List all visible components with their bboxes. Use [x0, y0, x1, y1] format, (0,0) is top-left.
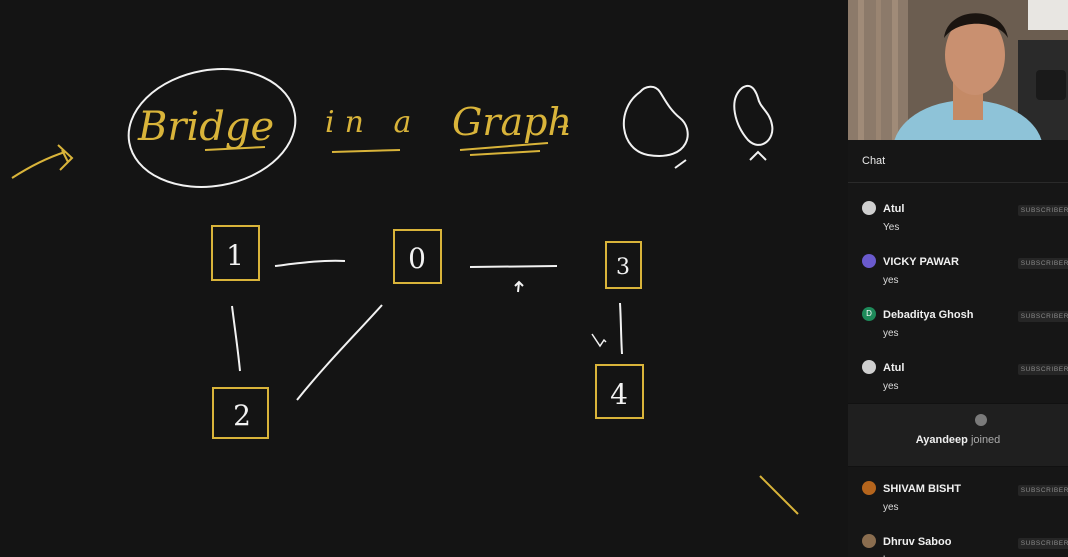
- subscriber-badge: SUBSCRIBER: [1017, 205, 1068, 216]
- graph-edges: [231, 259, 623, 401]
- yellow-stroke-doodle: [759, 475, 799, 515]
- chat-message-list[interactable]: Atul SUBSCRIBER Yes VICKY PAWAR SUBSCRIB…: [848, 183, 1068, 557]
- chat-author: Atul: [883, 362, 905, 374]
- join-notice: Ayandeep joined: [848, 403, 1068, 467]
- graph-node-label: 0: [408, 242, 426, 275]
- avatar: [862, 360, 876, 374]
- graph-node-label: 1: [226, 239, 244, 272]
- subscriber-badge: SUBSCRIBER: [1017, 364, 1068, 375]
- chat-text: haa: [883, 555, 900, 557]
- bean-doodles: [622, 84, 774, 169]
- avatar: D: [862, 307, 876, 321]
- chat-message: Atul SUBSCRIBER yes: [848, 350, 1068, 403]
- chat-text: yes: [883, 275, 899, 286]
- chat-message: Atul SUBSCRIBER Yes: [848, 191, 1068, 244]
- chat-header: Chat: [848, 140, 1068, 183]
- graph-node-0: 0: [393, 229, 442, 284]
- chat-text: yes: [883, 502, 899, 513]
- chat-text: yes: [883, 381, 899, 392]
- avatar: [862, 201, 876, 215]
- chat-author: Dhruv Saboo: [883, 536, 952, 548]
- chat-message: Dhruv Saboo SUBSCRIBER haa: [848, 524, 1068, 557]
- graph-node-4: 4: [595, 364, 644, 419]
- chat-message: VICKY PAWAR SUBSCRIBER yes: [848, 244, 1068, 297]
- chat-message: D Debaditya Ghosh SUBSCRIBER yes: [848, 297, 1068, 350]
- chat-text: Yes: [883, 222, 900, 233]
- subscriber-badge: SUBSCRIBER: [1017, 258, 1068, 269]
- chat-author: VICKY PAWAR: [883, 256, 959, 268]
- graph-node-label: 4: [610, 378, 628, 411]
- presenter-video: [848, 0, 1068, 140]
- chat-author: Atul: [883, 203, 905, 215]
- graph-node-2: 2: [212, 387, 269, 439]
- avatar: [862, 534, 876, 548]
- title-word-graph: Graph: [452, 100, 572, 144]
- title-circle-doodle: [127, 68, 297, 188]
- avatar: [862, 481, 876, 495]
- webcam-feed: [848, 0, 1068, 140]
- subscriber-badge: SUBSCRIBER: [1017, 311, 1068, 322]
- whiteboard-drawing: Bridge in a Graph 1: [11, 68, 799, 515]
- chat-author: Debaditya Ghosh: [883, 309, 974, 321]
- user-joined-icon: [975, 414, 987, 426]
- whiteboard-canvas[interactable]: Bridge in a Graph 1: [0, 0, 848, 557]
- chat-author: SHIVAM BISHT: [883, 483, 962, 495]
- chat-title: Chat: [862, 155, 886, 167]
- graph-node-3: 3: [605, 241, 642, 289]
- chat-panel: Chat Atul SUBSCRIBER Yes VICKY PAWAR SUB…: [848, 140, 1068, 557]
- title-word-in-a: in a: [325, 105, 421, 140]
- chat-text: yes: [883, 328, 899, 339]
- title-word-bridge: Bridge: [137, 104, 274, 150]
- subscriber-badge: SUBSCRIBER: [1017, 538, 1068, 549]
- pointer-arrow-doodle: [11, 144, 74, 179]
- joined-user-name: Ayandeep: [915, 434, 968, 446]
- subscriber-badge: SUBSCRIBER: [1017, 485, 1068, 496]
- avatar: [862, 254, 876, 268]
- joined-label: joined: [970, 434, 1001, 446]
- graph-node-label: 3: [616, 255, 630, 280]
- graph-node-1: 1: [211, 225, 260, 281]
- cursor-doodle: [591, 333, 607, 348]
- chat-message: SHIVAM BISHT SUBSCRIBER yes: [848, 471, 1068, 524]
- graph-node-label: 2: [233, 399, 251, 432]
